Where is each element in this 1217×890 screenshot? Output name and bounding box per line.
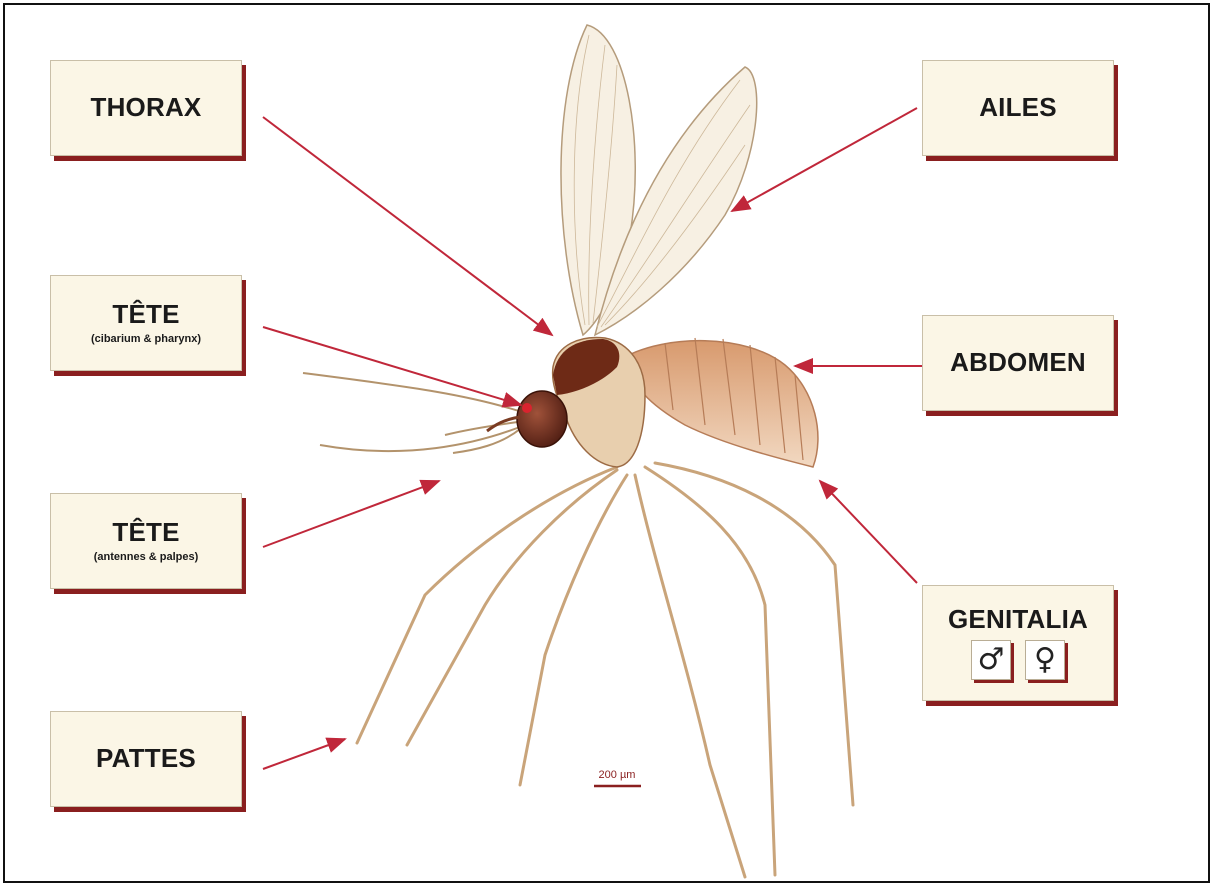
label-tete-cibarium: TÊTE (cibarium & pharynx) [50,275,242,371]
label-ailes-title: AILES [979,94,1057,121]
label-thorax-title: THORAX [91,94,202,121]
scale-bar: 200 µm [594,769,641,786]
label-abdomen-title: ABDOMEN [950,349,1086,376]
label-pattes-title: PATTES [96,745,196,772]
wings [561,25,757,335]
genitalia-symbols: ♂ ♀ [971,640,1065,680]
abdomen-shape [625,338,818,467]
label-tete-cibarium-title: TÊTE [112,301,179,328]
label-thorax: THORAX [50,60,242,156]
label-genitalia: GENITALIA ♂ ♀ [922,585,1114,701]
head-shape [487,391,567,447]
scale-bar-label: 200 µm [599,769,636,781]
label-tete-antennes-subtitle: (antennes & palpes) [94,551,199,563]
label-tete-cibarium-subtitle: (cibarium & pharynx) [91,333,201,345]
label-abdomen: ABDOMEN [922,315,1114,411]
label-genitalia-title: GENITALIA [948,606,1088,633]
label-pattes: PATTES [50,711,242,807]
male-symbol-icon: ♂ [971,640,1011,680]
female-symbol-icon: ♀ [1025,640,1065,680]
antennae [303,373,525,453]
label-tete-antennes-title: TÊTE [112,519,179,546]
legs [357,463,853,877]
label-tete-antennes: TÊTE (antennes & palpes) [50,493,242,589]
label-ailes: AILES [922,60,1114,156]
thorax-shape [553,337,645,467]
diagram-frame: 200 µm THORAX TÊTE (cibarium & pharynx) … [3,3,1210,883]
